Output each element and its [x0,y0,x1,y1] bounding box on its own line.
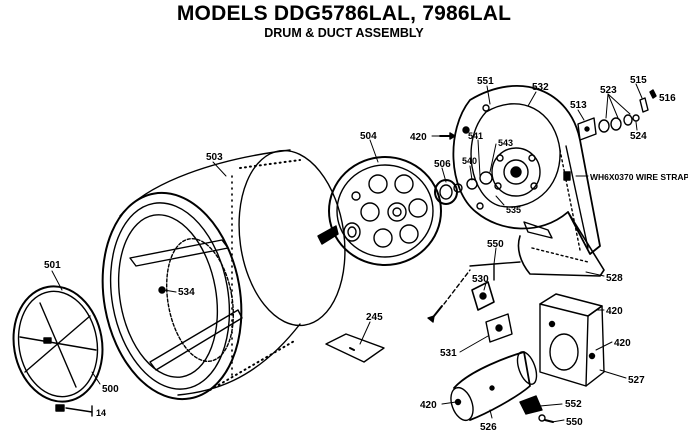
callout-531: 531 [440,348,457,359]
leader-lines [51,83,643,423]
callout-420-top: 420 [410,132,427,143]
callout-420-bottom: 420 [420,400,437,411]
callout-541: 541 [468,131,483,141]
drum [101,149,346,401]
callout-534: 534 [178,287,195,298]
lower-duct [517,211,605,277]
callout-551: 551 [477,76,494,87]
callout-245: 245 [366,312,383,323]
callout-504: 504 [360,131,377,142]
callout-420-mid: 420 [606,306,623,317]
callout-14: 14 [96,408,106,418]
callout-528: 528 [606,273,623,284]
motor-mount-bracket [539,293,605,387]
callout-506: 506 [434,159,451,170]
felt-pad [325,333,385,363]
callout-535: 535 [506,205,521,215]
motor-capacitor [450,351,538,422]
screw-part [427,269,471,323]
roller-assembly [519,395,554,423]
thermostat-parts [577,89,657,141]
callout-543: 543 [498,138,513,148]
callout-wire-strap: WH6X0370 WIRE STRAP [590,172,688,182]
callout-550-top: 550 [487,239,504,250]
callout-552: 552 [565,399,582,410]
callout-540: 540 [462,156,477,166]
rear-drum-head [328,156,442,266]
callout-550-bottom: 550 [566,417,583,428]
callout-532: 532 [532,82,549,93]
callout-420-right: 420 [614,338,631,349]
callout-523: 523 [600,85,617,96]
callout-516: 516 [659,93,676,104]
page-subtitle: DRUM & DUCT ASSEMBLY [264,26,424,40]
callout-500: 500 [102,384,119,395]
callout-labels: 501 500 14 503 534 504 506 420 551 532 5… [44,75,688,433]
callout-513: 513 [570,100,587,111]
front-drum-seal [12,285,104,403]
clip-part [55,404,93,417]
callout-515: 515 [630,75,647,86]
callout-530: 530 [472,274,489,285]
callout-526: 526 [480,422,497,433]
callout-524: 524 [630,131,647,142]
callout-501: 501 [44,260,61,271]
page-title: MODELS DDG5786LAL, 7986LAL [176,2,512,25]
callout-503: 503 [206,152,223,163]
screw-420-top [439,132,456,140]
callout-527: 527 [628,375,645,386]
